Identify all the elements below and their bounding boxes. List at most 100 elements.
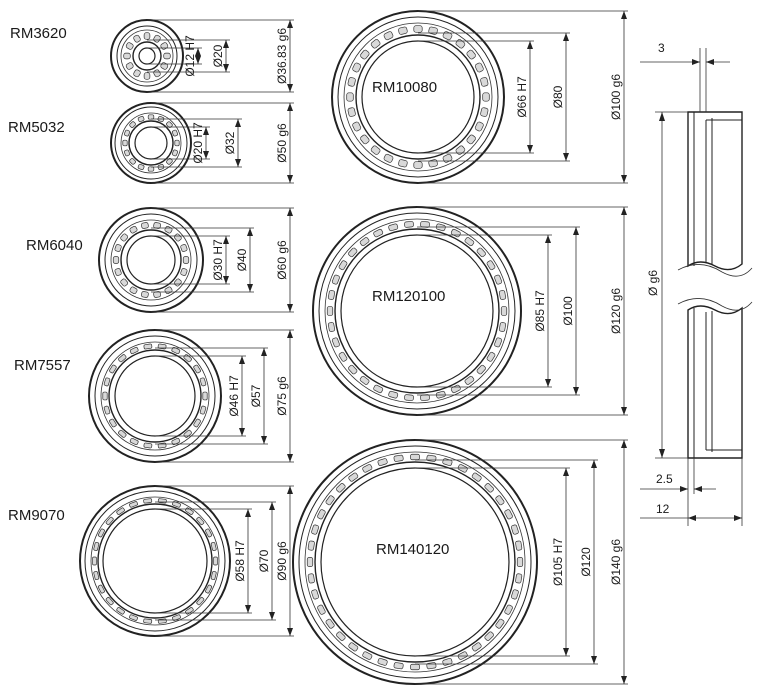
arrow-head — [245, 509, 251, 517]
outer-race — [104, 213, 198, 307]
cage-outer — [90, 496, 220, 626]
roller — [97, 528, 105, 538]
roller — [116, 607, 125, 615]
dim-label: Ø32 — [223, 131, 237, 154]
roller — [370, 39, 381, 49]
roller — [129, 501, 138, 508]
roller — [93, 571, 100, 580]
arrow-head — [621, 440, 627, 448]
bearing-label: RM3620 — [10, 25, 67, 42]
bore — [340, 234, 494, 388]
outer-race — [84, 490, 226, 632]
arrow-head — [659, 112, 665, 121]
roller — [133, 34, 141, 43]
arrow-head — [247, 284, 253, 292]
roller — [504, 604, 513, 615]
roller — [105, 516, 114, 526]
roller — [338, 351, 348, 362]
outer-race — [298, 445, 532, 679]
arrow-head — [621, 676, 627, 684]
roller — [199, 405, 207, 415]
roller — [196, 516, 205, 526]
roller — [352, 121, 362, 132]
roller — [307, 540, 315, 551]
roller — [352, 62, 362, 73]
arrow-head — [239, 356, 245, 364]
inner-race — [108, 349, 202, 443]
arrow-head — [545, 379, 551, 387]
roller — [476, 247, 486, 258]
roller — [213, 556, 218, 566]
roller — [109, 364, 117, 374]
arrow-head — [659, 449, 665, 458]
roller — [317, 604, 326, 615]
dim-label: Ø46 H7 — [227, 375, 241, 417]
roller — [359, 237, 370, 247]
bearing-label: RM9070 — [8, 507, 65, 524]
roller — [362, 651, 373, 660]
roller — [494, 337, 503, 348]
arrow-head — [287, 208, 293, 216]
arrow-head — [223, 64, 229, 72]
roller — [359, 375, 370, 385]
roller — [141, 222, 149, 229]
roller — [103, 377, 111, 387]
roller — [205, 584, 213, 594]
outer-race — [318, 212, 516, 410]
arrow-head — [706, 59, 714, 65]
roller — [105, 596, 114, 606]
roller — [476, 364, 486, 375]
arrow-head — [591, 656, 597, 664]
roller — [360, 49, 370, 60]
roller — [171, 437, 181, 446]
arrow-head — [573, 387, 579, 395]
roller — [118, 429, 127, 438]
outer-race — [114, 106, 188, 180]
roller — [347, 107, 356, 117]
roller — [486, 351, 496, 362]
roller — [116, 507, 125, 515]
roller — [93, 542, 100, 551]
dim-section-bottom-width: 12 — [656, 502, 670, 516]
dim-label: Ø90 g6 — [275, 541, 289, 581]
roller — [404, 394, 414, 401]
arrow-head — [287, 304, 293, 312]
arrow-head — [287, 486, 293, 494]
roller — [160, 42, 169, 50]
roller — [442, 31, 453, 41]
roller — [464, 375, 475, 385]
roller — [133, 69, 141, 78]
roller — [114, 244, 122, 252]
arrow-head — [527, 41, 533, 49]
roller — [471, 472, 482, 482]
roller — [325, 495, 335, 506]
cage-outer — [100, 341, 210, 451]
roller — [120, 233, 129, 242]
roller — [171, 149, 179, 157]
roller — [143, 32, 151, 40]
bore — [114, 355, 196, 437]
roller — [442, 153, 453, 163]
break-line — [677, 298, 753, 311]
roller — [348, 364, 358, 375]
roller — [103, 405, 111, 415]
roller — [171, 129, 179, 137]
roller — [109, 418, 117, 428]
roller — [311, 524, 319, 535]
roller — [471, 642, 482, 652]
roller — [147, 114, 155, 120]
dim-section-bottom-inner: 2.5 — [656, 472, 673, 486]
roller — [157, 442, 167, 449]
roller — [180, 268, 188, 276]
dim-section-diameter: Ø g6 — [646, 270, 660, 296]
bearing-label: RM140120 — [376, 541, 449, 558]
arrow-head — [203, 151, 209, 159]
roller — [370, 145, 381, 155]
outer-ring — [312, 206, 522, 416]
roller — [120, 278, 129, 287]
bearing-rm6040: RM6040 — [26, 207, 204, 313]
arrow-head — [545, 235, 551, 243]
roller — [182, 256, 190, 264]
roller — [157, 498, 167, 504]
arrow-head — [223, 236, 229, 244]
